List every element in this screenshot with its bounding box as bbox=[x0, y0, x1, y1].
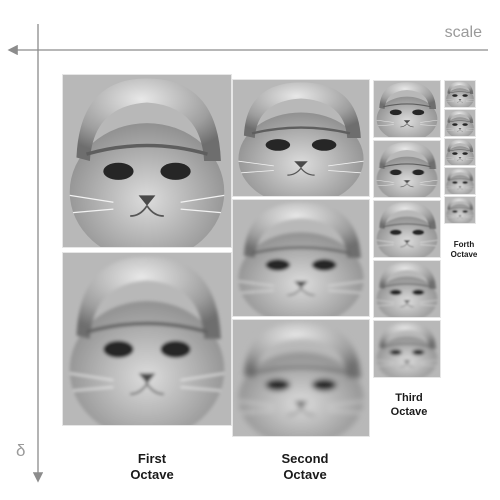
scale-axis-label: scale bbox=[444, 24, 482, 41]
delta-axis-label: δ bbox=[16, 441, 26, 460]
octave-3-image-4 bbox=[373, 260, 441, 318]
octave-3-image-2 bbox=[373, 140, 441, 198]
third-octave-label-line2: Octave bbox=[390, 405, 428, 418]
octave-4-image-1 bbox=[444, 80, 476, 108]
third-octave-label: Third Octave bbox=[374, 392, 444, 420]
octave-1-image-2 bbox=[62, 252, 232, 426]
octave-2-image-2 bbox=[232, 199, 370, 317]
second-octave-label-line2: Octave bbox=[283, 467, 327, 483]
first-octave-label-line1: First bbox=[137, 451, 167, 466]
octave-4-image-2 bbox=[444, 109, 476, 137]
octave-3-image-1 bbox=[373, 80, 441, 138]
octave-4-image-5 bbox=[444, 196, 476, 224]
forth-octave-label: Forth Octave bbox=[443, 240, 485, 260]
octave-2-image-1 bbox=[232, 79, 370, 197]
third-octave-label-line1: Third bbox=[395, 392, 423, 404]
octave-3-image-3 bbox=[373, 200, 441, 258]
second-octave-label-line1: Second bbox=[281, 451, 329, 466]
octave-3-image-5 bbox=[373, 320, 441, 378]
octave-4-image-4 bbox=[444, 167, 476, 195]
first-octave-label-line2: Octave bbox=[130, 467, 174, 483]
octave-4-image-3 bbox=[444, 138, 476, 166]
forth-octave-label-line2: Octave bbox=[450, 250, 478, 259]
octave-1-image-1 bbox=[62, 74, 232, 248]
forth-octave-label-line1: Forth bbox=[453, 240, 475, 249]
second-octave-label: Second Octave bbox=[263, 451, 347, 484]
octave-2-image-3 bbox=[232, 319, 370, 437]
first-octave-label: First Octave bbox=[110, 451, 194, 484]
